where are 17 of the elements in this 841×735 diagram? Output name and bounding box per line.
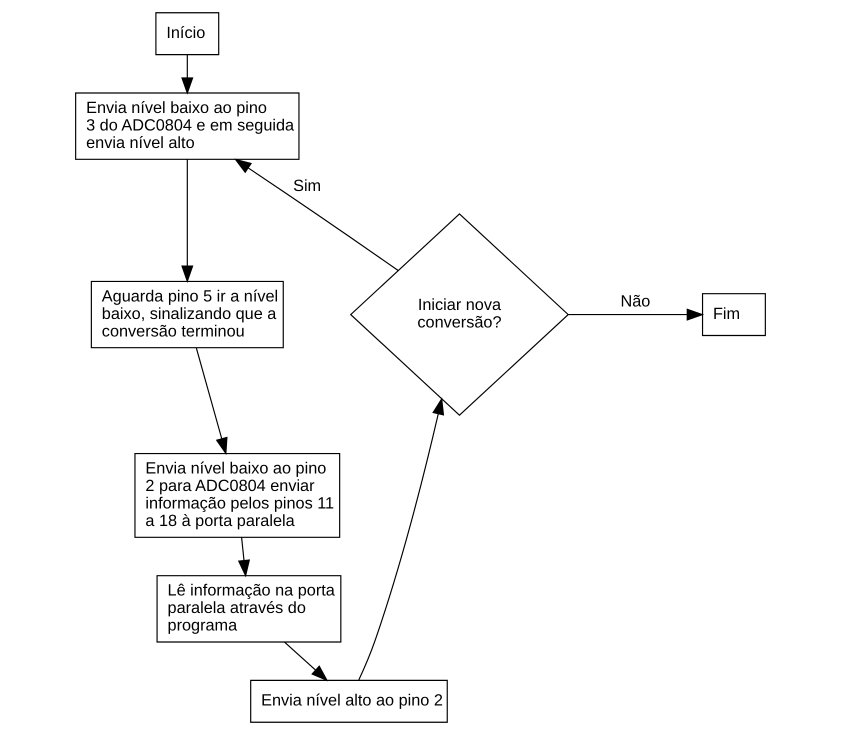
arrow [234, 158, 398, 271]
node-box: Envia nível baixo ao pino 2 para ADC0804 enviar informação pelos pinos 11 a 18 à porta paralela [134, 452, 340, 538]
node-box: Envia nível alto ao pino 2 [250, 680, 448, 723]
arrow [358, 397, 444, 680]
arrow [181, 159, 194, 283]
arrow [284, 642, 328, 682]
node-box: Início [155, 12, 220, 56]
edge-label: Não [620, 292, 650, 311]
arrow [196, 348, 228, 456]
node-box: Lê informação na porta paralela através do programa [156, 575, 342, 643]
arrow [238, 537, 250, 578]
node-box: Aguarda pino 5 ir a nível baixo, sinalizando que a conversão terminou [90, 280, 284, 348]
arrow [568, 308, 704, 321]
arrow [181, 54, 194, 95]
node-box: Fim [702, 293, 766, 336]
node-box: Envia nível baixo ao pino 3 do ADC0804 e em seguida envia nível alto [75, 92, 300, 160]
edge-label: Sim [293, 176, 322, 195]
